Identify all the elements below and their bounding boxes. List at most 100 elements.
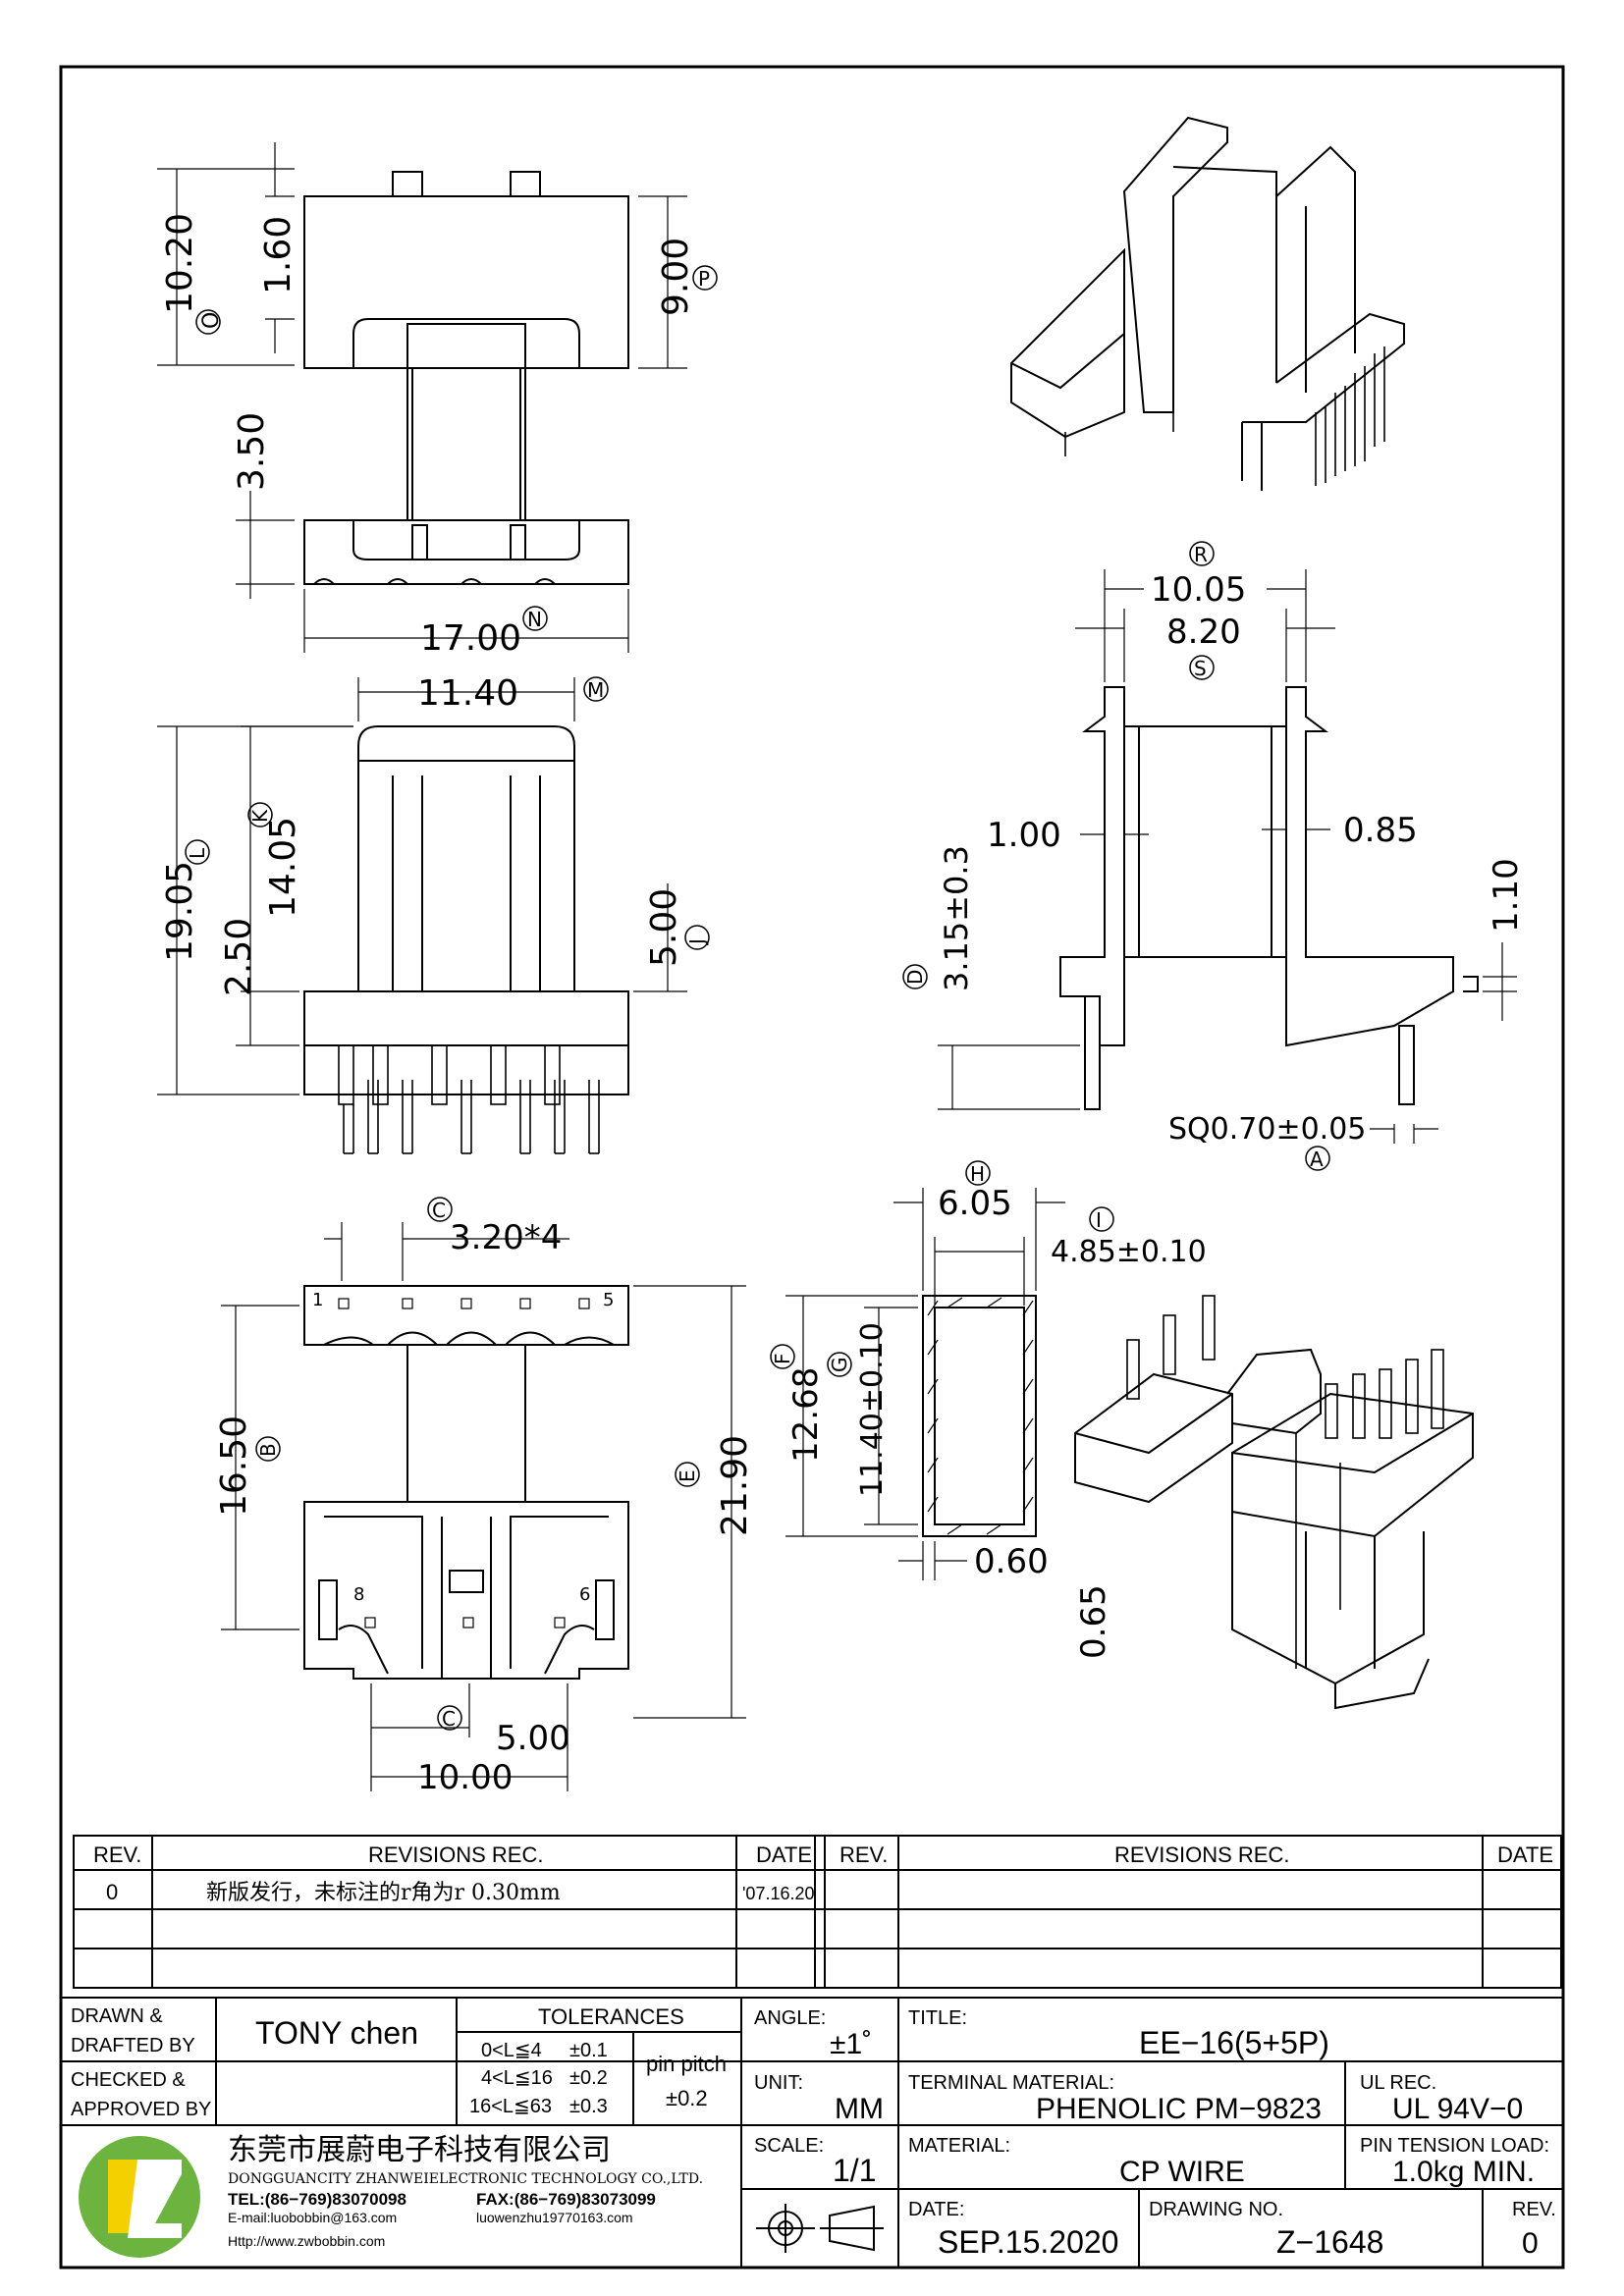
- drawn-by: TONY chen: [255, 2015, 418, 2051]
- ref-b-circle: [255, 1436, 281, 1462]
- ref-p-circle: [692, 265, 718, 291]
- ref-b: B: [256, 1443, 280, 1457]
- ref-i-circle: [1089, 1206, 1114, 1232]
- ref-e-circle: [675, 1462, 700, 1487]
- ref-a-circle: [1305, 1146, 1330, 1171]
- company-email-2: luowenzhu19770163.com: [476, 2210, 633, 2225]
- dim-front-base: 2.50: [219, 918, 259, 996]
- checked-label: CHECKED &: [71, 2069, 186, 2091]
- bottom-view-dimensions: [221, 1222, 746, 1791]
- dim-side-outer: 10.05: [1151, 570, 1246, 610]
- drawing-title: EE−16(5+5P): [1139, 2025, 1329, 2060]
- ref-k: K: [248, 809, 272, 823]
- ul-label: UL REC.: [1360, 2072, 1436, 2094]
- title-label: TITLE:: [908, 2007, 967, 2029]
- pin-tension-label: PIN TENSION LOAD:: [1360, 2135, 1549, 2157]
- tol-range-2: 4<L≦16: [481, 2067, 553, 2089]
- dim-front-right: 5.00: [644, 888, 684, 967]
- ref-k-circle: [247, 802, 273, 828]
- rev-header-rev: REV.: [93, 1842, 141, 1867]
- dim-core-inner-w: 4.85±0.10: [1051, 1235, 1207, 1269]
- tol-range-3: 16<L≦63: [469, 2096, 552, 2117]
- ref-o-circle: [195, 309, 221, 335]
- revision-table: [73, 1835, 1562, 1989]
- drafted-label: DRAFTED BY: [71, 2035, 195, 2056]
- dim-top-flange: 1.60: [258, 216, 298, 294]
- ref-l: L: [186, 847, 209, 859]
- rev-row-0-text: 新版发行，未标注的r角为r 0.30mm: [206, 1881, 561, 1905]
- ref-n: N: [527, 608, 542, 631]
- dim-front-height: 19.05: [160, 861, 200, 962]
- date-value: SEP.15.2020: [938, 2224, 1118, 2260]
- rev-header-revisions: REVISIONS REC.: [368, 1842, 543, 1867]
- drawing-no-label: DRAWING NO.: [1149, 2199, 1283, 2220]
- ref-n-circle: [522, 606, 548, 631]
- dim-bottom-pitch: 5.00: [496, 1719, 570, 1758]
- dim-core-wall: 0.60: [974, 1542, 1049, 1581]
- ref-a: A: [1310, 1148, 1324, 1171]
- ref-m-circle: [583, 676, 609, 702]
- tolerances-label: TOLERANCES: [538, 2004, 684, 2029]
- ref-c: C: [432, 1199, 446, 1222]
- dim-core-outer-h: 12.68: [786, 1367, 826, 1463]
- front-view: [303, 725, 629, 1154]
- rev-header-date: DATE: [756, 1842, 812, 1867]
- date-label: DATE:: [908, 2199, 964, 2220]
- rev-row-0-date: '07.16.20: [742, 1884, 815, 1903]
- dim-side-inner: 8.20: [1166, 613, 1241, 652]
- rev-label: REV.: [1512, 2199, 1556, 2220]
- angle-value: ±1˚: [830, 2028, 872, 2060]
- ref-e: E: [676, 1469, 699, 1482]
- pin-tension-value: 1.0kg MIN.: [1392, 2156, 1535, 2188]
- side-section-view: [1059, 686, 1479, 1110]
- company-email: E-mail:luobobbin@163.com: [228, 2210, 397, 2225]
- ref-d-circle: [902, 964, 928, 989]
- drawn-label: DRAWN &: [71, 2005, 163, 2027]
- dim-bottom-right: 21.90: [715, 1435, 755, 1536]
- dim-side-pin-len: 3.15±0.3: [938, 845, 975, 991]
- rev-row-0-rev: 0: [106, 1880, 118, 1904]
- dim-top-gap: 3.50: [232, 412, 272, 491]
- approved-label: APPROVED BY: [71, 2099, 211, 2120]
- ref-f-circle: [770, 1344, 795, 1369]
- ref-m: M: [587, 678, 604, 702]
- pin-label-5: 5: [603, 1290, 614, 1310]
- rev-header-revisions-2: REVISIONS REC.: [1114, 1842, 1289, 1867]
- ref-r-circle: [1189, 541, 1215, 566]
- dim-core-wall-b: 0.65: [1074, 1584, 1113, 1659]
- ref-g-circle: [827, 1352, 852, 1377]
- title-block: [60, 1997, 1564, 2269]
- ref-c-circle: [427, 1197, 453, 1222]
- ref-s-circle: [1189, 655, 1215, 680]
- pin-label-1: 1: [312, 1290, 323, 1310]
- pin-pitch-tol: ±0.2: [666, 2086, 708, 2110]
- ref-f: F: [771, 1353, 794, 1364]
- top-view-dimensions: [157, 142, 687, 653]
- angle-label: ANGLE:: [754, 2007, 826, 2029]
- dim-core-outer-w: 6.05: [938, 1184, 1012, 1223]
- ref-h-circle: [965, 1160, 991, 1186]
- isometric-view-bottom: [1074, 1295, 1474, 1710]
- dim-front-inner: 14.05: [263, 817, 303, 918]
- projection-symbol: [756, 2204, 884, 2253]
- dim-side-wall-right: 0.85: [1343, 811, 1418, 850]
- pin-pitch-label: pin pitch: [646, 2052, 727, 2076]
- front-view-dimensions: [157, 677, 687, 1095]
- ref-p: P: [698, 267, 710, 291]
- tol-value-3: ±0.3: [569, 2096, 608, 2117]
- ref-c2: C: [442, 1707, 456, 1731]
- company-logo: [79, 2136, 200, 2258]
- terminal-label: TERMINAL MATERIAL:: [908, 2072, 1114, 2094]
- company-fax: FAX:(86−769)83073099: [476, 2190, 656, 2209]
- ref-s: S: [1194, 657, 1207, 680]
- pin-label-8: 8: [353, 1584, 364, 1605]
- dim-bottom-width: 10.00: [417, 1758, 513, 1797]
- core-window-dimensions: [785, 1188, 1065, 1580]
- dim-front-width: 11.40: [417, 673, 518, 714]
- ul-value: UL 94V−0: [1392, 2093, 1523, 2125]
- company-name-en: DONGGUANCITY ZHANWEIELECTRONIC TECHNOLOG…: [228, 2171, 703, 2187]
- dim-top-right: 9.00: [656, 238, 696, 316]
- top-view: [303, 171, 629, 585]
- rev-value: 0: [1522, 2227, 1539, 2260]
